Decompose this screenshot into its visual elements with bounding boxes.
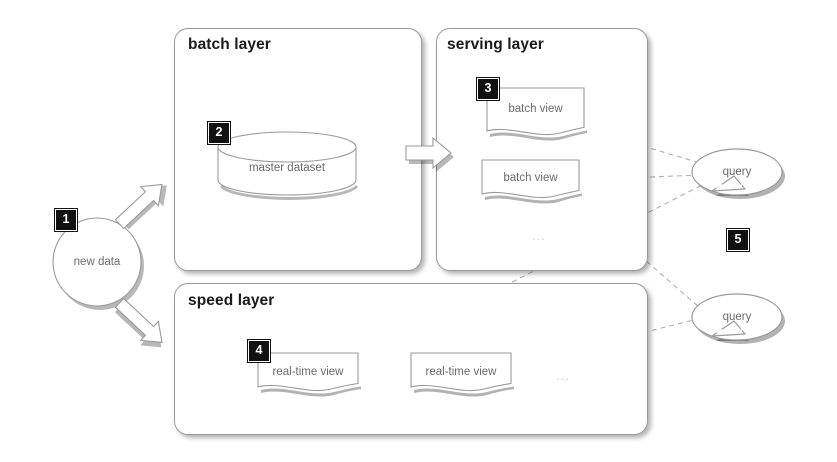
arrow-to-batch-layer (114, 183, 167, 230)
speed-layer-ellipsis: ... (556, 368, 570, 383)
badge-5: 5 (727, 229, 749, 251)
badge-2: 2 (208, 122, 230, 144)
cylinder-icon (217, 131, 359, 200)
serving-layer-title: serving layer (447, 36, 544, 53)
speech-bubble-query-2 (691, 293, 785, 344)
speech-bubble-query-1 (691, 148, 785, 199)
batch-layer-title: batch layer (188, 36, 271, 53)
panel-serving-layer (436, 28, 648, 271)
connector-realtimeview2-query2 (511, 317, 703, 366)
new-data-circle (52, 217, 144, 310)
badge-4: 4 (248, 340, 270, 362)
arrow-to-speed-layer (114, 297, 163, 348)
document-icon-real-time-view-2 (410, 352, 514, 397)
badge-1: 1 (55, 209, 77, 231)
speed-layer-title: speed layer (188, 292, 275, 309)
serving-layer-ellipsis: ... (532, 228, 546, 243)
badge-3: 3 (477, 78, 499, 100)
document-icon-real-time-view-1 (257, 352, 361, 397)
document-icon-batch-view-2 (481, 159, 582, 204)
arrow-batch-to-serving (405, 136, 454, 172)
document-icon-batch-view-1 (486, 87, 587, 141)
